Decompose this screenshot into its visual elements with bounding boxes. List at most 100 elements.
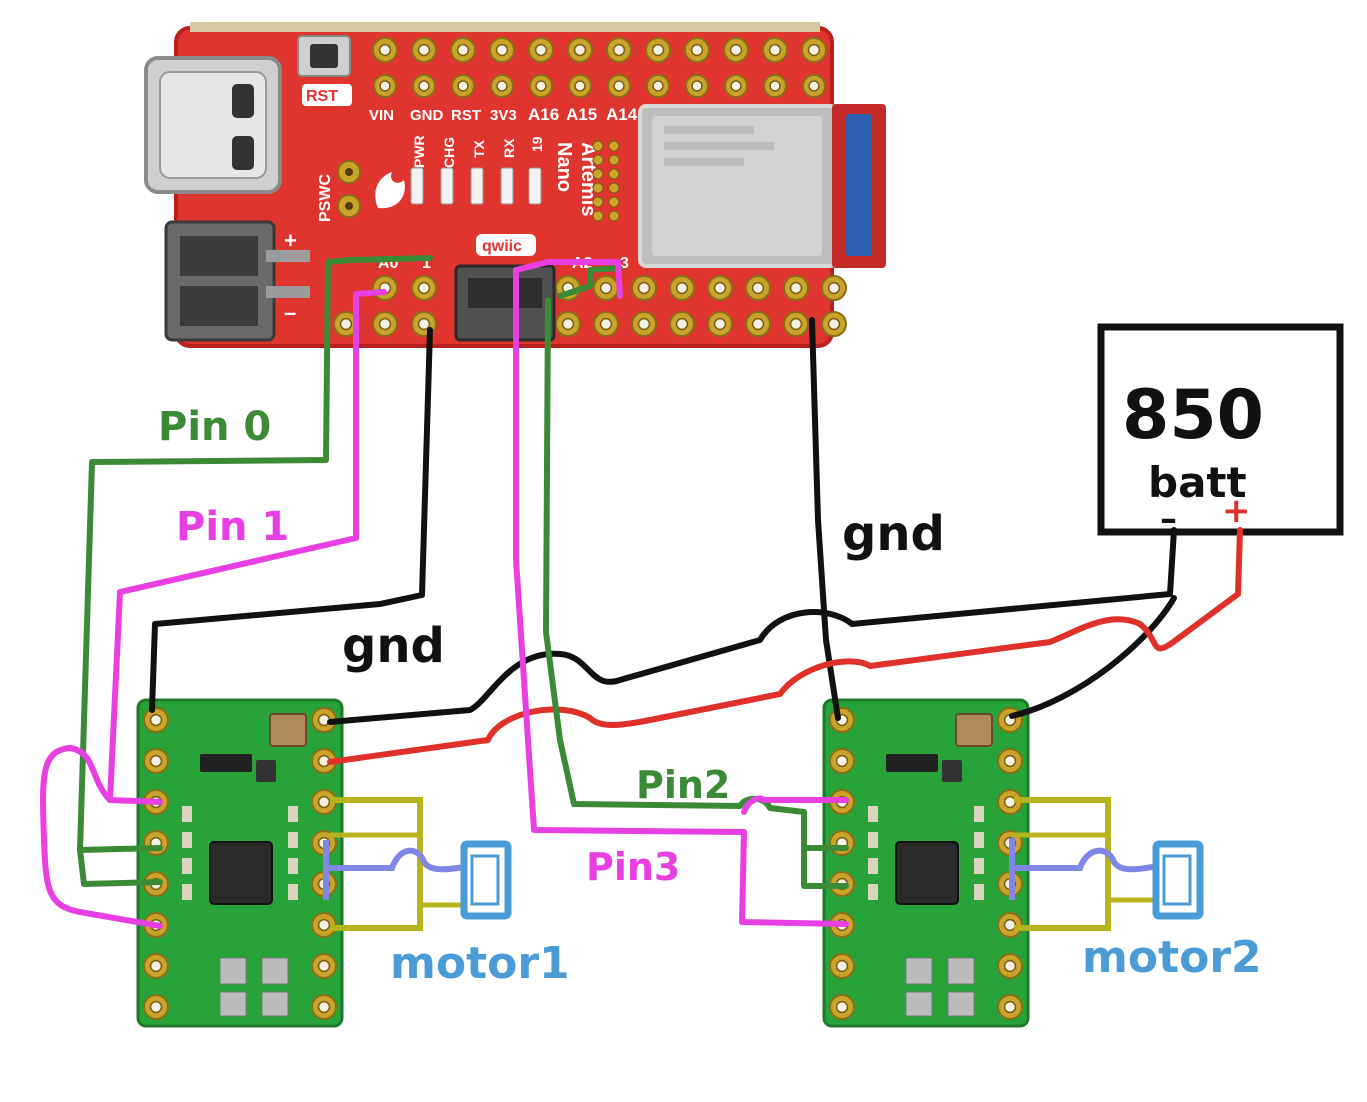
led-label-pwr: PWR — [411, 135, 427, 168]
driver-pad — [143, 830, 169, 856]
pad-hole — [317, 795, 331, 809]
driver-resistor — [974, 858, 984, 874]
motor-driver-1 — [136, 698, 344, 1028]
pad-hole — [561, 317, 575, 331]
pad-hole — [573, 43, 587, 57]
pin3-wire-magenta — [513, 259, 849, 927]
header-pad — [669, 275, 695, 301]
pad-hole — [808, 80, 820, 92]
pad-hole — [599, 281, 613, 295]
rst-badge — [302, 84, 352, 106]
driver-pad — [829, 748, 855, 774]
header-pad — [567, 37, 593, 63]
sparkfun-flame-icon — [375, 172, 405, 209]
pad-hole — [835, 959, 849, 973]
motor2-assembly — [1009, 797, 1204, 931]
header-pad — [821, 311, 847, 337]
header-pad — [762, 37, 788, 63]
via — [592, 210, 604, 222]
driver-resistor — [974, 884, 984, 900]
driver-capacitor — [269, 713, 307, 747]
driver-pad-sq — [905, 991, 933, 1017]
driver-regulator — [256, 760, 276, 782]
pad-hole — [317, 959, 331, 973]
header-pad — [669, 311, 695, 337]
wires — [40, 255, 1243, 929]
jst-battery-connector — [164, 220, 310, 342]
pad-hole — [729, 43, 743, 57]
pin-label-rst: RST — [451, 107, 481, 124]
battery: 850 batt – + — [1097, 323, 1344, 539]
driver-resistor — [182, 832, 192, 848]
artemis-nano-board: + – RST VIN GND RST 3V3 A16 A15 A14 PWR … — [144, 22, 886, 348]
led-label-19: 19 — [529, 136, 545, 152]
pad-hole — [417, 317, 431, 331]
driver-pad-sq — [947, 957, 975, 985]
pin-label-a15: A15 — [566, 105, 597, 124]
via — [592, 140, 604, 152]
pad-hole — [751, 317, 765, 331]
driver-pad — [311, 953, 337, 979]
label-motor2: motor2 — [1082, 932, 1262, 983]
pad-hole — [456, 43, 470, 57]
qwiic-label: qwiic — [482, 238, 522, 255]
pad-hole — [149, 1000, 163, 1014]
header-pad — [783, 311, 809, 337]
header-pad — [489, 37, 515, 63]
pad-hole — [807, 43, 821, 57]
driver-resistor — [182, 858, 192, 874]
header-pad — [372, 311, 398, 337]
lower-label-3: 3 — [620, 255, 629, 272]
driver-pad — [829, 994, 855, 1020]
header-pad — [685, 74, 709, 98]
driver-resistor — [974, 832, 984, 848]
header-pad — [802, 74, 826, 98]
pad-hole — [613, 80, 625, 92]
pad-hole — [418, 80, 430, 92]
pin3-wire-magenta-2 — [741, 795, 849, 815]
header-pad — [555, 311, 581, 337]
pad-hole — [730, 80, 742, 92]
via — [592, 168, 604, 180]
pad-hole — [751, 281, 765, 295]
board-name-line2: Nano — [553, 142, 575, 192]
header-pad — [645, 37, 671, 63]
driver-chip — [895, 841, 959, 905]
header-pad — [801, 37, 827, 63]
pad-hole — [496, 80, 508, 92]
driver-resistor — [288, 858, 298, 874]
pad-hole — [835, 1000, 849, 1014]
pswc-label: PSWC — [317, 174, 334, 222]
motor1-assembly — [323, 797, 512, 931]
label-pin2: Pin2 — [636, 763, 730, 807]
pswc-pads — [337, 160, 361, 218]
gnd-wire-right-driver — [1009, 595, 1177, 719]
header-pad — [724, 74, 748, 98]
driver-diode — [200, 754, 252, 772]
battery-name: batt — [1148, 458, 1247, 507]
pin-label-3v3: 3V3 — [490, 107, 517, 124]
via-grid — [592, 140, 620, 222]
via — [608, 140, 620, 152]
header-pad — [783, 275, 809, 301]
pin-label-vin: VIN — [369, 107, 394, 124]
pad-hole — [768, 43, 782, 57]
pad-hole — [379, 80, 391, 92]
driver-diode — [886, 754, 938, 772]
pad-hole — [417, 43, 431, 57]
driver-pad — [311, 789, 337, 815]
jst-plus-label: + — [284, 228, 297, 253]
driver-resistor — [868, 832, 878, 848]
pin1-wire-magenta-loop — [40, 745, 163, 929]
pad-hole — [652, 80, 664, 92]
header-pad — [593, 275, 619, 301]
header-pad — [490, 74, 514, 98]
driver-pad-sq — [261, 957, 289, 985]
driver-resistor — [288, 806, 298, 822]
pad-hole — [827, 317, 841, 331]
driver-pad — [311, 748, 337, 774]
driver-pad — [997, 953, 1023, 979]
pad-hole — [457, 80, 469, 92]
header-pad — [763, 74, 787, 98]
gnd-bus-black — [327, 527, 1177, 725]
